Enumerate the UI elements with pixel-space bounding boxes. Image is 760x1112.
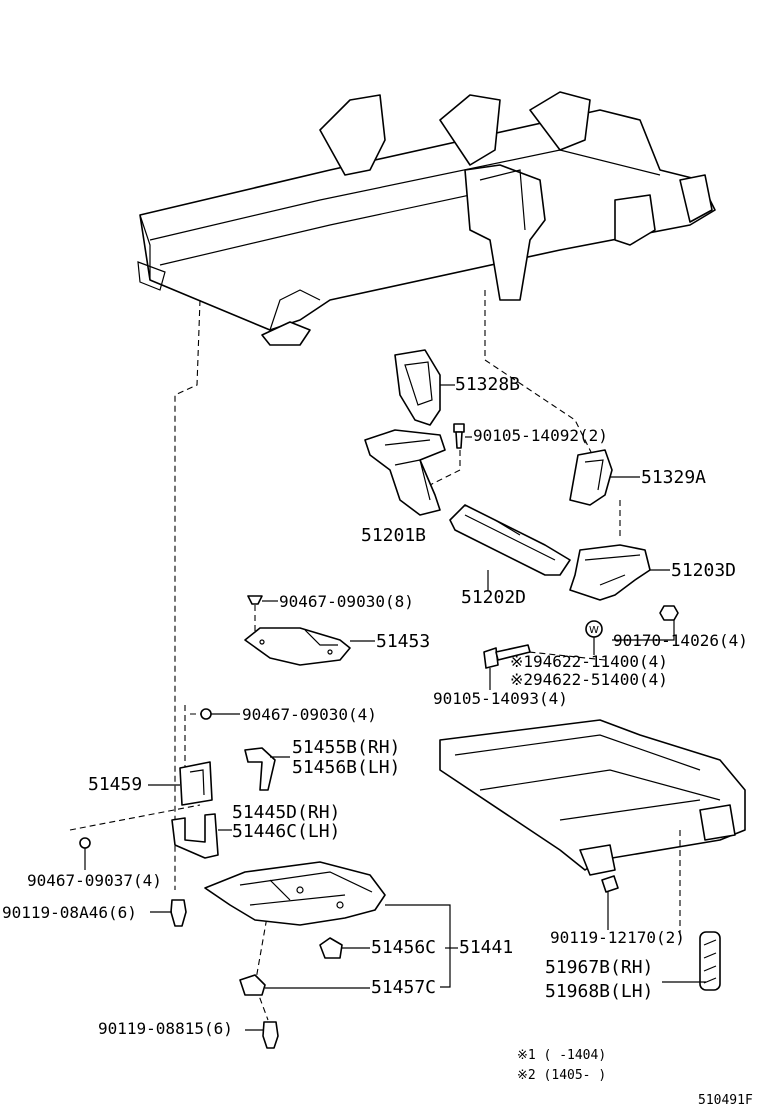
part-51445D-drawing (171, 813, 219, 859)
label-51329A: 51329A (641, 467, 707, 488)
label-94622-11400: ※194622-11400(4) (510, 652, 668, 671)
bolt-90105-14092-drawing (453, 423, 465, 449)
diagram-id: 510491F (698, 1093, 753, 1108)
bolt-90119-08A46-drawing (170, 899, 187, 927)
bolt-90105-14093-drawing (483, 644, 531, 669)
part-51328B-drawing (394, 349, 441, 426)
label-51457C: 51457C (371, 977, 437, 998)
label-90105-14093: 90105-14093(4) (433, 689, 568, 708)
footnote-1: ※1 ( -1404) (517, 1048, 607, 1063)
label-90119-08815: 90119-08815(6) (98, 1019, 233, 1038)
label-51446C: 51446C(LH) (232, 821, 341, 842)
washer-mark: W (589, 625, 599, 636)
upper-frame (137, 91, 716, 346)
part-51459-drawing (179, 761, 213, 806)
part-51455B-drawing (244, 747, 276, 791)
label-51203D: 51203D (671, 560, 737, 581)
label-51202D: 51202D (461, 587, 527, 608)
label-94622-51400: ※294622-51400(4) (510, 670, 668, 689)
label-51441: 51441 (459, 937, 514, 958)
part-51203D-drawing (569, 544, 651, 601)
part-51456C-drawing (319, 937, 343, 959)
label-51968B: 51968B(LH) (545, 981, 654, 1002)
label-90467-09030-4: 90467-09030(4) (242, 705, 377, 724)
bolt-90119-08815-drawing (262, 1021, 279, 1049)
alignment-lines (69, 290, 681, 1021)
footnote-2: ※2 (1405- ) (517, 1068, 607, 1083)
bolt-90467-09030-4-drawing (200, 708, 212, 720)
label-51455B: 51455B(RH) (292, 737, 401, 758)
label-51967B: 51967B(RH) (545, 957, 654, 978)
label-90467-09030-8: 90467-09030(8) (279, 592, 414, 611)
label-51445D: 51445D(RH) (232, 802, 341, 823)
bolt-90467-09037-drawing (79, 837, 91, 849)
part-51201B-drawing (364, 429, 446, 516)
label-51201B: 51201B (361, 525, 427, 546)
nut-90170-14026-drawing (659, 605, 679, 621)
label-90119-08A46: 90119-08A46(6) (2, 903, 137, 922)
label-90467-09037: 90467-09037(4) (27, 871, 162, 890)
label-51456C: 51456C (371, 937, 437, 958)
label-51456B: 51456B(LH) (292, 757, 401, 778)
label-51453: 51453 (376, 631, 431, 652)
label-90105-14092: 90105-14092(2) (473, 426, 608, 445)
part-51457C-drawing (239, 974, 266, 996)
washer-drawing: W (585, 620, 603, 638)
part-51967B-drawing (699, 931, 721, 991)
leader-lines (84, 384, 706, 1031)
part-51441-drawing (204, 861, 386, 926)
part-51453-drawing (244, 627, 351, 666)
lower-frame (439, 719, 746, 876)
label-51459: 51459 (88, 774, 143, 795)
part-51202D-drawing (449, 504, 571, 576)
label-90170-14026: 90170-14026(4) (613, 631, 748, 650)
label-90119-12170: 90119-12170(2) (550, 928, 685, 947)
part-51329A-drawing (569, 449, 613, 506)
label-51328B: 51328B (455, 374, 521, 395)
bolt-90467-09030-8-drawing (247, 595, 263, 605)
bolt-90119-12170-drawing (601, 875, 619, 893)
